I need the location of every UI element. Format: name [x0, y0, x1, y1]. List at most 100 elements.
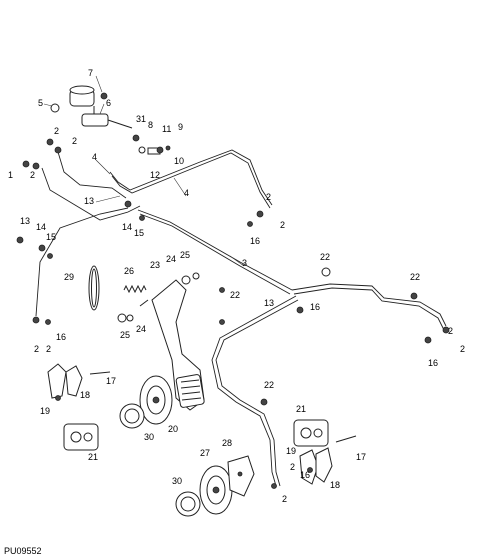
fitting-9: [165, 145, 171, 151]
callout-2: 2: [46, 344, 51, 354]
fitting-11: [156, 146, 164, 154]
bracket-18b: [315, 447, 333, 483]
bushing-25: [192, 272, 200, 280]
bracket-18a: [47, 363, 67, 399]
spring-coil: [123, 284, 147, 294]
callout-10: 10: [174, 156, 184, 166]
master-cylinder: [50, 85, 133, 129]
callout-26: 26: [124, 266, 134, 276]
callout-16: 16: [428, 358, 438, 368]
callout-21: 21: [296, 404, 306, 414]
fitting-31: [132, 134, 140, 142]
callout-20: 20: [168, 424, 178, 434]
callout-15: 15: [46, 232, 56, 242]
reservoir-cap: [69, 85, 95, 95]
callout-4: 4: [184, 188, 189, 198]
brake-line-4-upper: [109, 149, 273, 206]
strap-29: [88, 265, 100, 311]
callout-23: 23: [150, 260, 160, 270]
brake-line-right-b: [293, 287, 445, 331]
fitting-2c: [32, 162, 40, 170]
brake-line-left: [41, 167, 141, 221]
pivot-shaft: [139, 299, 149, 307]
bolt-17a: [89, 371, 111, 375]
rotor-left: [119, 375, 173, 429]
callout-18: 18: [80, 390, 90, 400]
callout-2: 2: [460, 344, 465, 354]
bushing-25b: [117, 313, 127, 323]
push-rod: [107, 119, 133, 129]
callout-30: 30: [172, 476, 182, 486]
fitting-22c: [219, 287, 225, 293]
brake-line-4-lower: [57, 151, 127, 199]
fitting-2h: [442, 326, 450, 334]
callout-5: 5: [38, 98, 43, 108]
fitting-2-right-upper: [256, 210, 264, 218]
fitting-16-right-upper: [247, 221, 253, 227]
cylinder-body: [81, 113, 109, 127]
callout-9: 9: [178, 122, 183, 132]
washer-8: [138, 146, 146, 154]
caliper-right: [271, 419, 357, 489]
callout-16: 16: [300, 470, 310, 480]
callout-15: 15: [134, 228, 144, 238]
callout-16: 16: [56, 332, 66, 342]
callout-13: 13: [264, 298, 274, 308]
callout-14: 14: [36, 222, 46, 232]
fitting-22d: [260, 398, 268, 406]
callout-1: 1: [8, 170, 13, 180]
rotor-right: [175, 455, 255, 517]
bushing-24b: [126, 314, 134, 322]
callout-17: 17: [106, 376, 116, 386]
fitting-2j: [271, 483, 277, 489]
brake-line-lower-right: [211, 295, 297, 487]
callout-21: 21: [88, 452, 98, 462]
cap-30a: [119, 403, 145, 429]
callout-31: 31: [136, 114, 146, 124]
bracket-19b: [299, 449, 319, 485]
brake-line-3: [137, 209, 293, 291]
callout-22: 22: [230, 290, 240, 300]
callout-24: 24: [166, 254, 176, 264]
fittings-upper: [22, 134, 171, 170]
bolt-7: [100, 92, 108, 100]
bracket-19a: [65, 365, 83, 397]
brake-lines: [35, 149, 447, 487]
fittings-right: [219, 267, 450, 406]
fitting-16b: [296, 306, 304, 314]
callout-8: 8: [148, 120, 153, 130]
callout-29: 29: [64, 272, 74, 282]
callout-labels: 7 5 6 2 2 31 8 11 9 10 4 4 12 1 2 13 13 …: [8, 68, 465, 504]
callout-25: 25: [180, 250, 190, 260]
callout-2: 2: [282, 494, 287, 504]
bushing-24: [181, 275, 191, 285]
fitting-2a: [46, 138, 54, 146]
callout-30: 30: [144, 432, 154, 442]
fitting-15a: [47, 253, 53, 259]
callout-2: 2: [280, 220, 285, 230]
brake-line-left-caliper: [35, 207, 129, 317]
reference-code: PU09552: [4, 546, 42, 556]
callout-27: 27: [200, 448, 210, 458]
fitting-13b: [124, 200, 132, 208]
fitting-13a: [16, 236, 24, 244]
callout-28: 28: [222, 438, 232, 448]
callout-16: 16: [250, 236, 260, 246]
fitting-16d: [424, 336, 432, 344]
callout-13: 13: [20, 216, 30, 226]
fitting-14b: [139, 215, 145, 221]
spring-26: [123, 284, 147, 294]
callout-4: 4: [92, 152, 97, 162]
callout-22: 22: [410, 272, 420, 282]
callout-7: 7: [88, 68, 93, 78]
callout-2: 2: [30, 170, 35, 180]
callout-24: 24: [136, 324, 146, 334]
bolt-17b: [335, 435, 357, 443]
brake-line-3-b: [139, 213, 291, 295]
callout-13: 13: [84, 196, 94, 206]
callout-2: 2: [72, 136, 77, 146]
callout-25: 25: [120, 330, 130, 340]
caliper-left: [47, 363, 111, 451]
